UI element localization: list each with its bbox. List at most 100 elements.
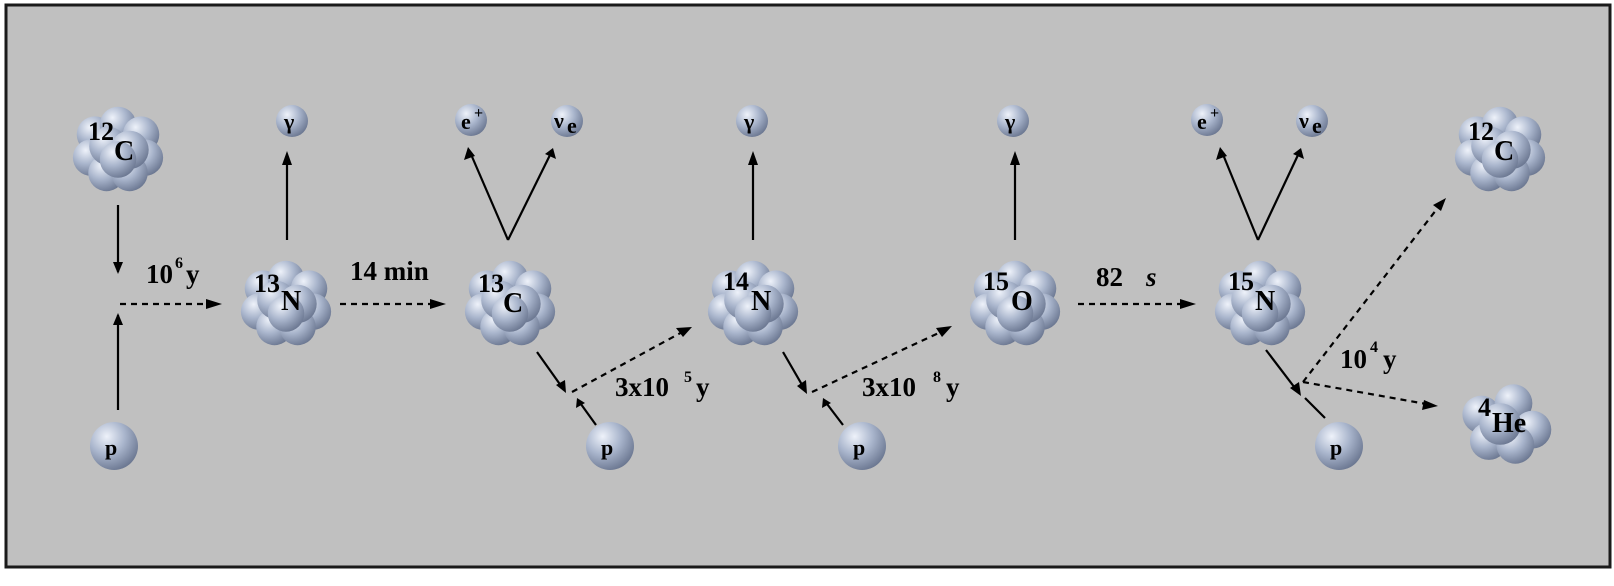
gamma-label: γ <box>743 109 754 134</box>
proton-4: p <box>1315 422 1363 470</box>
arrow-n15-out-head <box>1290 382 1301 396</box>
nucleus-n14: 14 N <box>707 260 799 346</box>
nucleus-symbol: C <box>503 288 523 319</box>
proton-1: p <box>90 422 138 470</box>
timescale-5: 82 s <box>1096 262 1157 292</box>
nucleus-mass: 4 <box>1478 393 1491 422</box>
timescale-6: 10 4 y <box>1340 339 1397 374</box>
nucleus-mass: 15 <box>983 267 1009 296</box>
neutrino-1: ν e <box>551 105 583 138</box>
proton-label: p <box>1330 435 1342 460</box>
neutrino-sub: e <box>567 113 577 138</box>
arrow-neutrino1-head <box>545 148 556 159</box>
timescale-unit: y <box>946 372 960 402</box>
timescale-exponent: 6 <box>175 255 183 272</box>
dash-5-head <box>1180 299 1196 309</box>
dash-4-head <box>936 326 952 337</box>
nucleus-mass: 13 <box>254 269 280 298</box>
arrow-neutrino2-head <box>1293 148 1304 159</box>
nucleus-mass: 13 <box>478 269 504 298</box>
nucleus-symbol: N <box>1255 286 1275 317</box>
dash-3-head <box>676 327 692 337</box>
nucleus-n13: 13 N <box>240 260 332 346</box>
timescale-2: 14 min <box>350 256 429 286</box>
nucleus-c12-end: 12 C <box>1454 106 1546 192</box>
nucleus-symbol: C <box>1494 136 1514 167</box>
nucleus-mass: 12 <box>88 117 114 146</box>
positron-2: e + <box>1191 104 1223 136</box>
nucleus-mass: 14 <box>723 267 749 296</box>
timescale-unit: y <box>696 372 710 402</box>
nucleus-he4: 4 He <box>1462 384 1552 464</box>
timescale-exponent: 5 <box>684 369 692 386</box>
nucleus-mass: 15 <box>1228 267 1254 296</box>
arrow-gamma2-head <box>748 151 758 165</box>
arrow-positron1 <box>468 151 510 241</box>
nucleus-symbol: O <box>1011 286 1033 317</box>
nucleus-c13: 13 C <box>464 260 556 346</box>
proton-label: p <box>601 435 613 460</box>
timescale-base: 3x10 <box>615 372 669 402</box>
dash-7-head <box>1422 400 1438 410</box>
arrow-neutrino2 <box>1257 154 1299 241</box>
timescale-unit: s <box>1145 262 1157 292</box>
dash-6 <box>1302 204 1441 383</box>
arrow-neutrino1 <box>507 154 551 241</box>
dash-6-head <box>1433 198 1446 211</box>
timescale-4: 3x10 8 y <box>862 369 960 402</box>
arrow-p4-in <box>1304 397 1326 419</box>
solid-arrows <box>113 147 1326 426</box>
timescale-3: 3x10 5 y <box>615 369 710 402</box>
arrow-positron1-head <box>464 147 475 160</box>
timescale-value: 82 <box>1096 262 1123 292</box>
neutrino-label: ν <box>1298 108 1309 133</box>
arrow-c13-out-head <box>556 380 566 393</box>
timescale-exponent: 8 <box>933 369 941 386</box>
nucleus-c12-start: 12 C <box>72 106 164 192</box>
dash-1-head <box>206 299 222 309</box>
positron-charge: + <box>1210 105 1219 122</box>
arrow-n14-out-head <box>797 380 807 394</box>
arrow-gamma3-head <box>1010 151 1020 165</box>
arrow-c12-down-head <box>113 262 123 274</box>
gamma-3: γ <box>997 105 1029 137</box>
nucleus-mass: 12 <box>1468 117 1494 146</box>
arrow-p3-in-head <box>822 398 831 408</box>
dashed-arrows <box>120 198 1446 410</box>
nucleus-symbol: N <box>281 286 301 317</box>
timescale-unit: y <box>1383 344 1397 374</box>
neutrino-label: ν <box>553 108 564 133</box>
nucleus-n15: 15 N <box>1214 260 1306 346</box>
arrow-p1-up-head <box>113 313 123 325</box>
arrow-positron2-head <box>1216 147 1227 160</box>
proton-label: p <box>853 435 865 460</box>
proton-2: p <box>586 422 634 470</box>
gamma-label: γ <box>1004 109 1015 134</box>
positron-label: e <box>1197 109 1207 134</box>
arrow-gamma1-head <box>282 151 292 165</box>
arrow-n15-out <box>1265 349 1299 393</box>
positron-charge: + <box>474 105 483 122</box>
neutrino-2: ν e <box>1296 105 1328 138</box>
arrow-p2-in-head <box>576 398 585 408</box>
timescale-base: 10 <box>146 259 173 289</box>
proton-3: p <box>838 422 886 470</box>
proton-label: p <box>105 435 117 460</box>
dash-4 <box>811 329 946 393</box>
positron-label: e <box>461 109 471 134</box>
nucleus-o15: 15 O <box>969 260 1061 346</box>
neutrino-sub: e <box>1312 113 1322 138</box>
timescale-1: 10 6 y <box>146 255 200 289</box>
arrow-positron2 <box>1220 151 1260 241</box>
timescale-exponent: 4 <box>1370 339 1378 356</box>
nucleus-symbol: C <box>114 136 134 167</box>
dash-2-head <box>430 299 446 309</box>
timescale-base: 10 <box>1340 344 1367 374</box>
positron-1: e + <box>455 104 487 136</box>
timescale-unit: y <box>186 259 200 289</box>
nucleus-symbol: N <box>751 286 771 317</box>
gamma-label: γ <box>283 109 294 134</box>
timescale-base: 3x10 <box>862 372 916 402</box>
gamma-1: γ <box>276 105 308 137</box>
